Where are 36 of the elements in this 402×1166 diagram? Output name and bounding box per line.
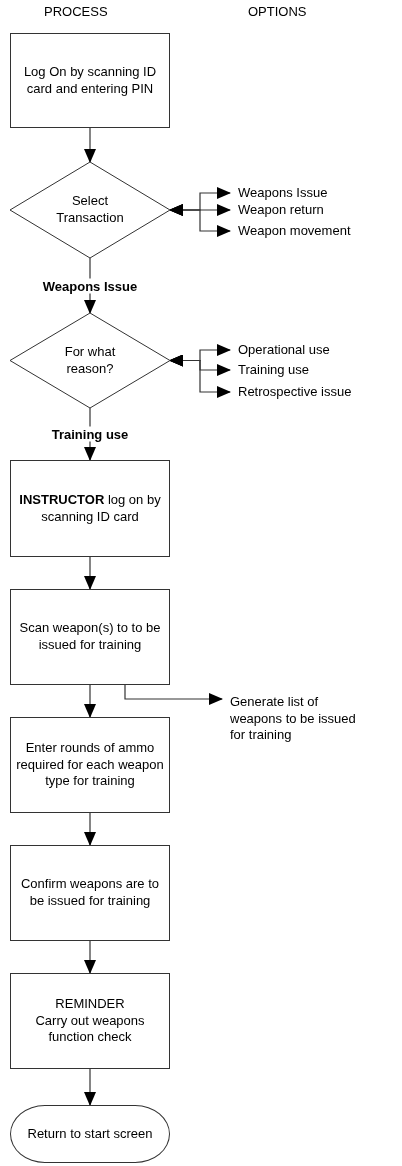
process-box: [10, 845, 170, 941]
node-text: Carry out weapons function check: [34, 1012, 146, 1047]
process-box: [10, 973, 170, 1069]
option-text: Retrospective issue: [238, 383, 352, 401]
node-text: Enter rounds of ammo required for each weapon type for training: [15, 739, 165, 791]
process-box: [10, 589, 170, 685]
node-text: For what reason?: [63, 343, 117, 378]
process-box: [10, 33, 170, 128]
node-text: Select Transaction: [55, 193, 125, 227]
arrow: [84, 127, 96, 163]
option-text: Weapons Issue: [238, 184, 328, 202]
node-text: Return to start screen: [27, 1125, 153, 1143]
arrow: [84, 812, 96, 846]
process-box: [10, 460, 170, 557]
edge-label: Training use: [49, 426, 131, 442]
arrow: [124, 684, 223, 705]
arrow: [169, 354, 231, 398]
arrow: [169, 204, 231, 237]
arrow: [84, 940, 96, 974]
option-text: Weapon return: [238, 201, 324, 219]
option-text: Operational use: [238, 341, 330, 359]
node-text: INSTRUCTOR log on by scanning ID card: [18, 491, 162, 526]
node-text: Log On by scanning ID card and entering PIN: [22, 63, 158, 98]
option-text: Training use: [238, 361, 310, 379]
node-text: Confirm weapons are to be issued for training: [20, 876, 160, 910]
option-text: Weapon movement: [238, 222, 351, 240]
arrow: [84, 556, 96, 590]
node-text: Scan weapon(s) to to be issued for training: [18, 620, 162, 654]
edge-label: Weapons Issue: [40, 278, 140, 293]
column-heading: OPTIONS: [248, 4, 307, 19]
node-text: REMINDER: [55, 995, 125, 1013]
option-text: Generate list of weapons to be issued for training: [230, 693, 357, 745]
arrow: [84, 1068, 96, 1106]
process-box: [10, 717, 170, 813]
column-heading: PROCESS: [44, 4, 108, 19]
arrow: [84, 684, 96, 718]
